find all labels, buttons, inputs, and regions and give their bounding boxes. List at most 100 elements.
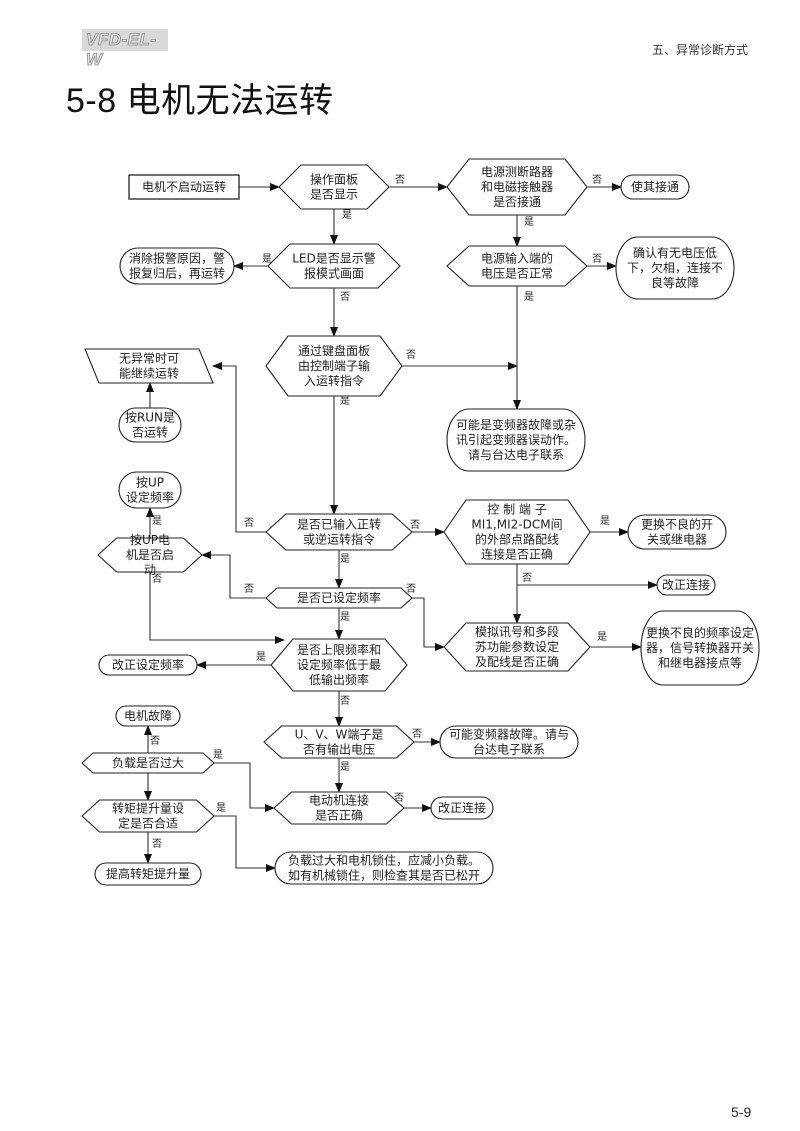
edge-d-mi-to-t-fix-conn1: [516, 564, 658, 589]
node-text-line: 入运转指令: [304, 373, 364, 388]
node-text-line: 可能是变频器故障或杂: [456, 417, 576, 432]
terminal-shape: [640, 610, 760, 686]
node-text-line: 是否已设定频率: [297, 590, 381, 605]
decision-shape: [97, 537, 203, 573]
process-shape: [128, 174, 240, 200]
edge-label: 否: [152, 838, 162, 850]
edge-label: 是: [340, 761, 350, 773]
page-title: 5-8 电机无法运转: [66, 82, 334, 120]
edge-label: 是: [600, 515, 610, 527]
node-start: 电机不启动运转: [128, 174, 240, 200]
node-d-overload: 负载是否过大: [81, 752, 215, 774]
node-t-reduce-load: 负载过大和电机锁住，应减小负载。如有机械锁住，则检查其是否已松开: [274, 851, 494, 885]
node-text-line: 电压是否正常: [481, 267, 553, 281]
node-text-line: 设定频率: [126, 490, 174, 505]
terminal-shape: [656, 574, 716, 596]
node-text-line: 更换不良的频率设定: [646, 625, 754, 640]
node-text-line: 动: [144, 563, 156, 577]
node-text-line: 关或继电器: [647, 533, 707, 547]
node-text-line: 按RUN是: [125, 411, 175, 425]
edge-label: 是: [340, 395, 350, 407]
edge-label: 是: [597, 631, 607, 643]
node-text-line: 报模式画面: [304, 266, 364, 281]
decision-shape: [446, 245, 588, 287]
edge-label: 是: [524, 291, 534, 303]
model-badge: VFD-EL-W: [82, 29, 168, 69]
node-text-line: 连接是否正确: [481, 547, 553, 562]
decision-shape: [267, 243, 401, 289]
node-text-line: 电源输入端的: [481, 251, 553, 266]
edge-label: 否: [592, 253, 602, 265]
edge-label: 是: [216, 802, 226, 814]
terminal-shape: [446, 408, 586, 472]
node-text-line: 讯引起变频器误动作。: [456, 432, 576, 447]
node-text-line: 消除报警原因，警: [129, 251, 225, 266]
node-text-line: 否运转: [132, 425, 168, 440]
node-text-line: 负载过大和电机锁住，应减小负载。: [288, 853, 480, 868]
edge-d-freq-set-to-d-up-start: [201, 551, 266, 599]
node-text-line: 和电磁接触器: [481, 179, 553, 194]
decision-shape: [443, 622, 591, 672]
edge-d-torque-to-t-reduce-load: [214, 815, 276, 872]
decision-shape: [446, 158, 588, 216]
node-text-line: 低输出频率: [309, 672, 369, 687]
node-text-line: 器，信号转换器开关: [646, 640, 754, 655]
edge-label: 否: [150, 735, 160, 747]
node-text-line: 的外部点路配线: [475, 532, 559, 547]
edge-label: 否: [406, 583, 416, 595]
node-t-fix-freq: 改正设定频率: [98, 654, 198, 676]
node-t-motor-fault: 电机故障: [115, 705, 181, 727]
edge-label: 是: [524, 216, 534, 228]
edge-label: 否: [395, 174, 405, 186]
edge-d-overload-to-d-motor-conn: [214, 762, 275, 812]
node-text-line: 电动机连接: [309, 793, 369, 808]
edge-label: 是: [340, 553, 350, 565]
edge-label: 否: [394, 792, 404, 804]
terminal-shape: [430, 796, 494, 820]
terminal-shape: [119, 247, 235, 285]
decision-shape: [278, 164, 390, 210]
node-text-line: 可能变频器故障。请与: [449, 727, 569, 742]
edge-label: 是: [262, 253, 272, 265]
node-text-line: 无异常时可: [119, 352, 179, 366]
node-text-line: 是否正确: [315, 809, 363, 823]
terminal-shape: [439, 725, 579, 759]
node-text-line: 如有机械锁住，则检查其是否已松开: [288, 868, 480, 883]
decision-shape: [273, 791, 405, 825]
model-badge-text: VFD-EL-W: [86, 30, 157, 70]
node-text-line: 机是否启: [126, 548, 174, 562]
node-d-freq-set: 是否已设定频率: [265, 587, 413, 609]
node-text-line: 控 制 端 子: [487, 503, 546, 517]
node-text-line: 台达电子联系: [473, 742, 545, 757]
section-heading: 五、异常诊断方式: [651, 43, 748, 57]
node-text-line: 电机故障: [124, 708, 172, 723]
node-text-line: 报复归后，再运转: [129, 266, 225, 281]
decision-shape: [443, 499, 591, 565]
decision-shape: [270, 638, 408, 692]
edge-label: 否: [406, 349, 416, 361]
node-text-line: 设定频率低于最: [297, 657, 381, 672]
node-text-line: 操作面板: [310, 172, 358, 187]
edge-label: 是: [342, 209, 352, 221]
edge-label: 是: [340, 611, 350, 623]
edge-label: 否: [592, 174, 602, 186]
edge-label: 否: [340, 291, 350, 303]
node-text-line: 使其接通: [631, 179, 679, 194]
node-text-line: LED是否显示警: [292, 251, 376, 266]
edge-label: 否: [340, 695, 350, 707]
edge-label: 否: [244, 517, 254, 529]
edge-label: 否: [152, 573, 162, 585]
